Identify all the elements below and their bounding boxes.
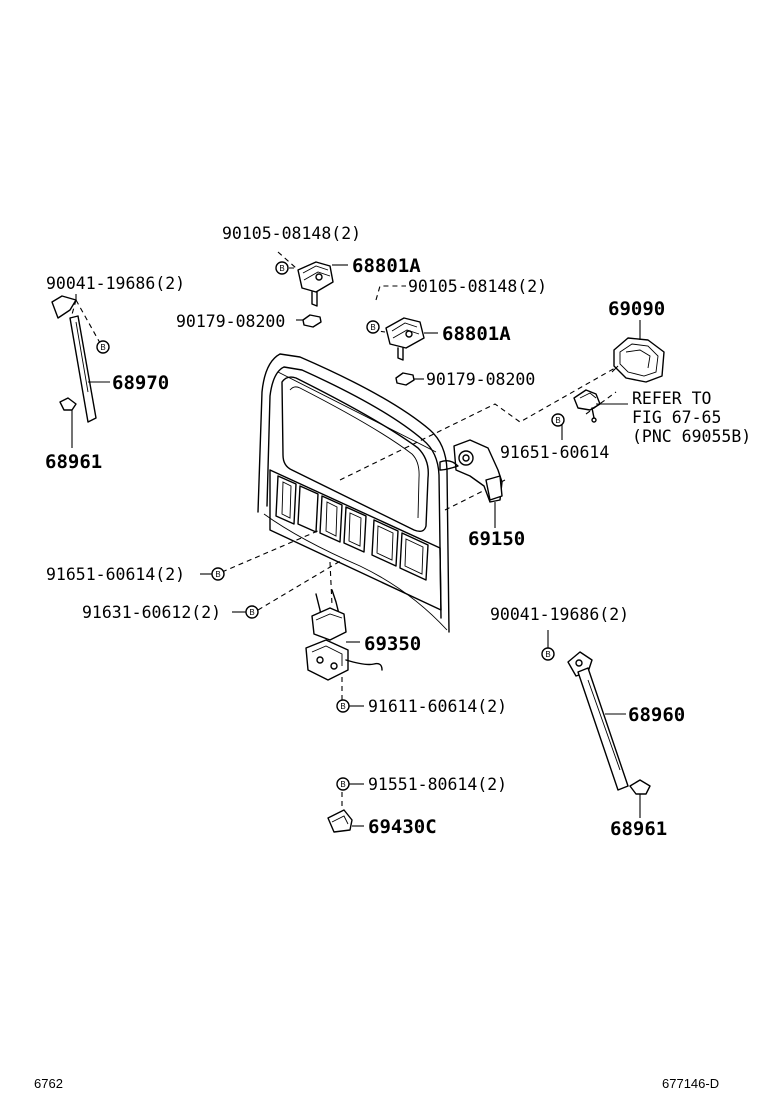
- label-91551: 91551-80614(2): [368, 775, 507, 794]
- page-number: 6762: [34, 1076, 63, 1091]
- label-68961-right: 68961: [610, 818, 667, 840]
- bolt-marker-mid: B: [366, 320, 380, 334]
- svg-text:B: B: [340, 780, 345, 789]
- label-90179-mid: 90179-08200: [426, 370, 535, 389]
- hinge-68801a-top: [297, 261, 334, 307]
- damper-stay-68970: [51, 294, 110, 448]
- svg-text:B: B: [100, 343, 105, 352]
- svg-text:B: B: [545, 650, 550, 659]
- label-68961-left: 68961: [45, 451, 102, 473]
- bolt-marker-91651-left: B: [211, 567, 225, 581]
- bolt-marker-91631: B: [245, 605, 259, 619]
- nut-90179-top: [296, 314, 322, 328]
- bolt-marker-left-stay: B: [96, 340, 110, 354]
- svg-text:B: B: [555, 416, 560, 425]
- bolt-marker-right-handle: B: [551, 413, 565, 427]
- label-refer-2: FIG 67-65: [632, 408, 721, 427]
- hinge-68801a-mid: [385, 317, 425, 361]
- lock-69350: [305, 589, 383, 681]
- bolt-marker-top: B: [275, 261, 289, 275]
- label-91651-right: 91651-60614: [500, 443, 609, 462]
- label-refer-1: REFER TO: [632, 389, 711, 408]
- label-91631: 91631-60612(2): [82, 603, 221, 622]
- handle-69090: [611, 320, 665, 383]
- striker-69430c: [327, 792, 364, 833]
- label-68970: 68970: [112, 372, 169, 394]
- label-69150: 69150: [468, 528, 525, 550]
- label-90105-mid: 90105-08148(2): [408, 277, 547, 296]
- bolt-marker-91551: B: [336, 777, 350, 791]
- label-68801a-mid: 68801A: [442, 323, 511, 345]
- svg-text:B: B: [249, 608, 254, 617]
- label-90041-right: 90041-19686(2): [490, 605, 629, 624]
- label-90041-left: 90041-19686(2): [46, 274, 185, 293]
- label-69350: 69350: [364, 633, 421, 655]
- label-91651-left: 91651-60614(2): [46, 565, 185, 584]
- label-90105-top: 90105-08148(2): [222, 224, 361, 243]
- bolt-marker-91611: B: [336, 699, 350, 713]
- label-69430c: 69430C: [368, 816, 437, 838]
- label-refer-3: (PNC 69055B): [632, 427, 751, 446]
- damper-stay-68960: [567, 651, 651, 818]
- label-68960: 68960: [628, 704, 685, 726]
- label-90179-top: 90179-08200: [176, 312, 285, 331]
- svg-text:B: B: [370, 323, 375, 332]
- svg-text:B: B: [340, 702, 345, 711]
- nut-90179-mid: [395, 372, 424, 386]
- label-68801a-top: 68801A: [352, 255, 421, 277]
- figure-code: 677146-D: [662, 1076, 719, 1091]
- svg-text:B: B: [215, 570, 220, 579]
- control-69150: [439, 439, 503, 528]
- back-door-panel: [257, 353, 450, 633]
- lock-assembly-69055b: [573, 389, 628, 423]
- bolt-marker-right-stay: B: [541, 647, 555, 661]
- label-91611: 91611-60614(2): [368, 697, 507, 716]
- svg-text:B: B: [279, 264, 284, 273]
- leader-lines: [200, 264, 563, 785]
- label-69090: 69090: [608, 298, 665, 320]
